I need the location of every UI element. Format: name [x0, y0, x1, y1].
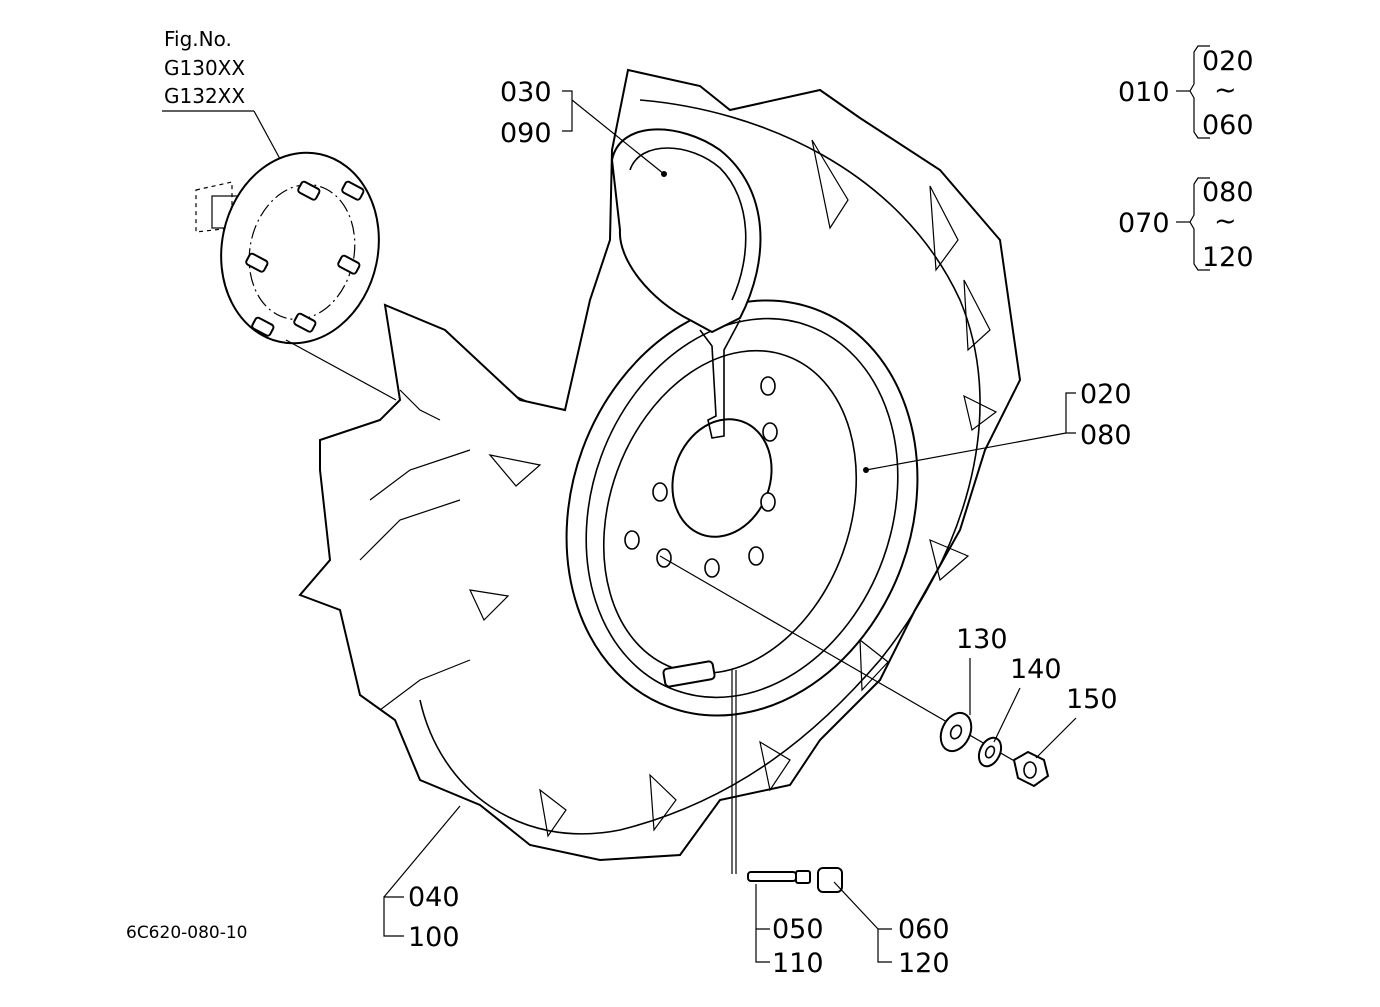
callout-110: 110: [772, 948, 824, 979]
fig-number-1: G130XX: [164, 56, 245, 80]
flat-washer: [939, 711, 973, 753]
valve-cap: [817, 867, 843, 893]
drawing-code: 6C620-080-10: [126, 923, 247, 943]
callout-020: 020: [1080, 379, 1132, 410]
assembly-range-tilde: ~: [1214, 206, 1237, 237]
hub-to-tire-line: [285, 339, 397, 401]
callout-140: 140: [1010, 654, 1062, 685]
assembly-ref-070: 070 080 ~ 120: [1118, 177, 1254, 273]
assembly-ref-010: 010 020 ~ 060: [1118, 46, 1254, 141]
callout-100: 100: [408, 922, 460, 953]
fig-number-2: G132XX: [164, 84, 245, 108]
valve-stem: [662, 660, 737, 874]
hub-studs: [245, 180, 365, 337]
callout-150: 150: [1066, 684, 1118, 715]
assembly-range-tilde: ~: [1214, 75, 1237, 106]
wheel-rim: [565, 299, 919, 717]
valve-core: [747, 870, 811, 884]
assembly-parent-070: 070: [1118, 208, 1170, 239]
inner-tube: [610, 128, 762, 439]
hex-nut: [1012, 750, 1050, 788]
callout-120: 120: [898, 948, 950, 979]
leader-lines: [383, 45, 1210, 963]
assembly-range-start-020: 020: [1202, 46, 1254, 77]
callout-labels: 030 090 020 080 040 100 050 110 060 120 …: [408, 77, 1132, 979]
callout-050: 050: [772, 914, 824, 945]
callout-080: 080: [1080, 420, 1132, 451]
assembly-range-start-080: 080: [1202, 177, 1254, 208]
lock-washer: [977, 736, 1003, 768]
callout-030: 030: [500, 77, 552, 108]
callout-090: 090: [500, 118, 552, 149]
assembly-range-end-120: 120: [1202, 242, 1254, 273]
figure-header: Fig.No. G130XX G132XX: [162, 27, 287, 171]
assembly-range-end-060: 060: [1202, 110, 1254, 141]
assembly-parent-010: 010: [1118, 77, 1170, 108]
callout-060: 060: [898, 914, 950, 945]
rim-bolt-holes: [624, 376, 778, 578]
fig-label: Fig.No.: [164, 27, 232, 51]
callout-040: 040: [408, 882, 460, 913]
callout-130: 130: [956, 624, 1008, 655]
hub-flange: [220, 151, 380, 345]
